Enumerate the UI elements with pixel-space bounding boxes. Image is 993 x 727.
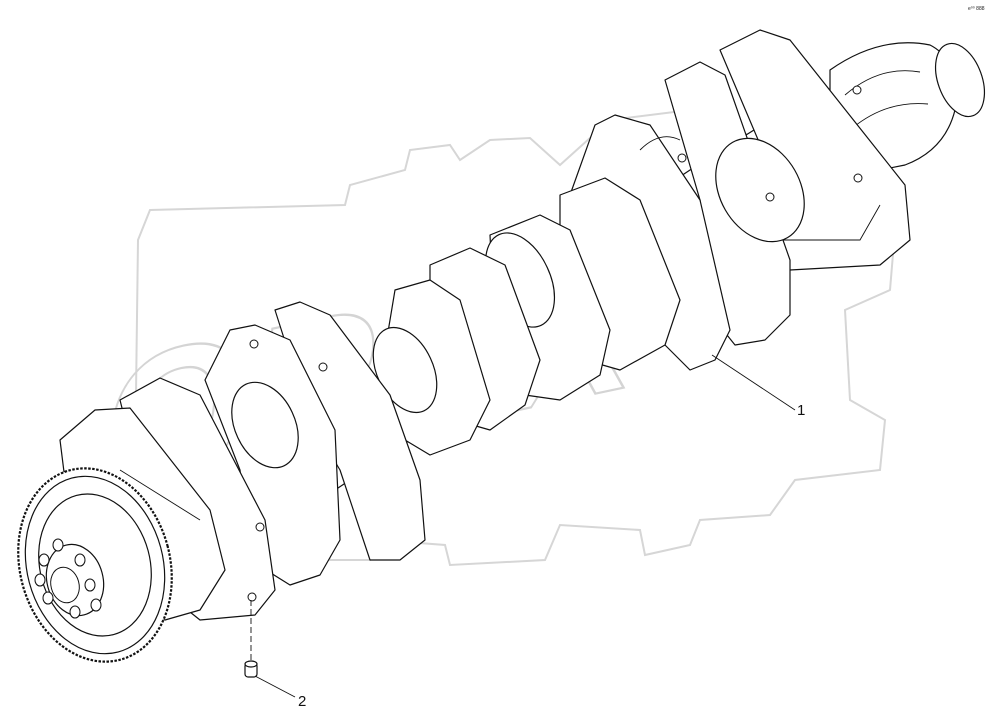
dowel-pin bbox=[244, 600, 258, 678]
timing-gear bbox=[17, 467, 173, 663]
callout-number-1: 1 bbox=[797, 402, 805, 419]
callout-number-2: 2 bbox=[298, 693, 306, 710]
callout-2: 2 bbox=[254, 675, 306, 710]
crank-web-9 bbox=[204, 324, 341, 586]
doc-code: e⁰⁰ 888 bbox=[968, 6, 985, 12]
crank-web-7 bbox=[372, 279, 491, 456]
callout-1: 1 bbox=[711, 354, 805, 419]
crankshaft bbox=[17, 29, 986, 663]
